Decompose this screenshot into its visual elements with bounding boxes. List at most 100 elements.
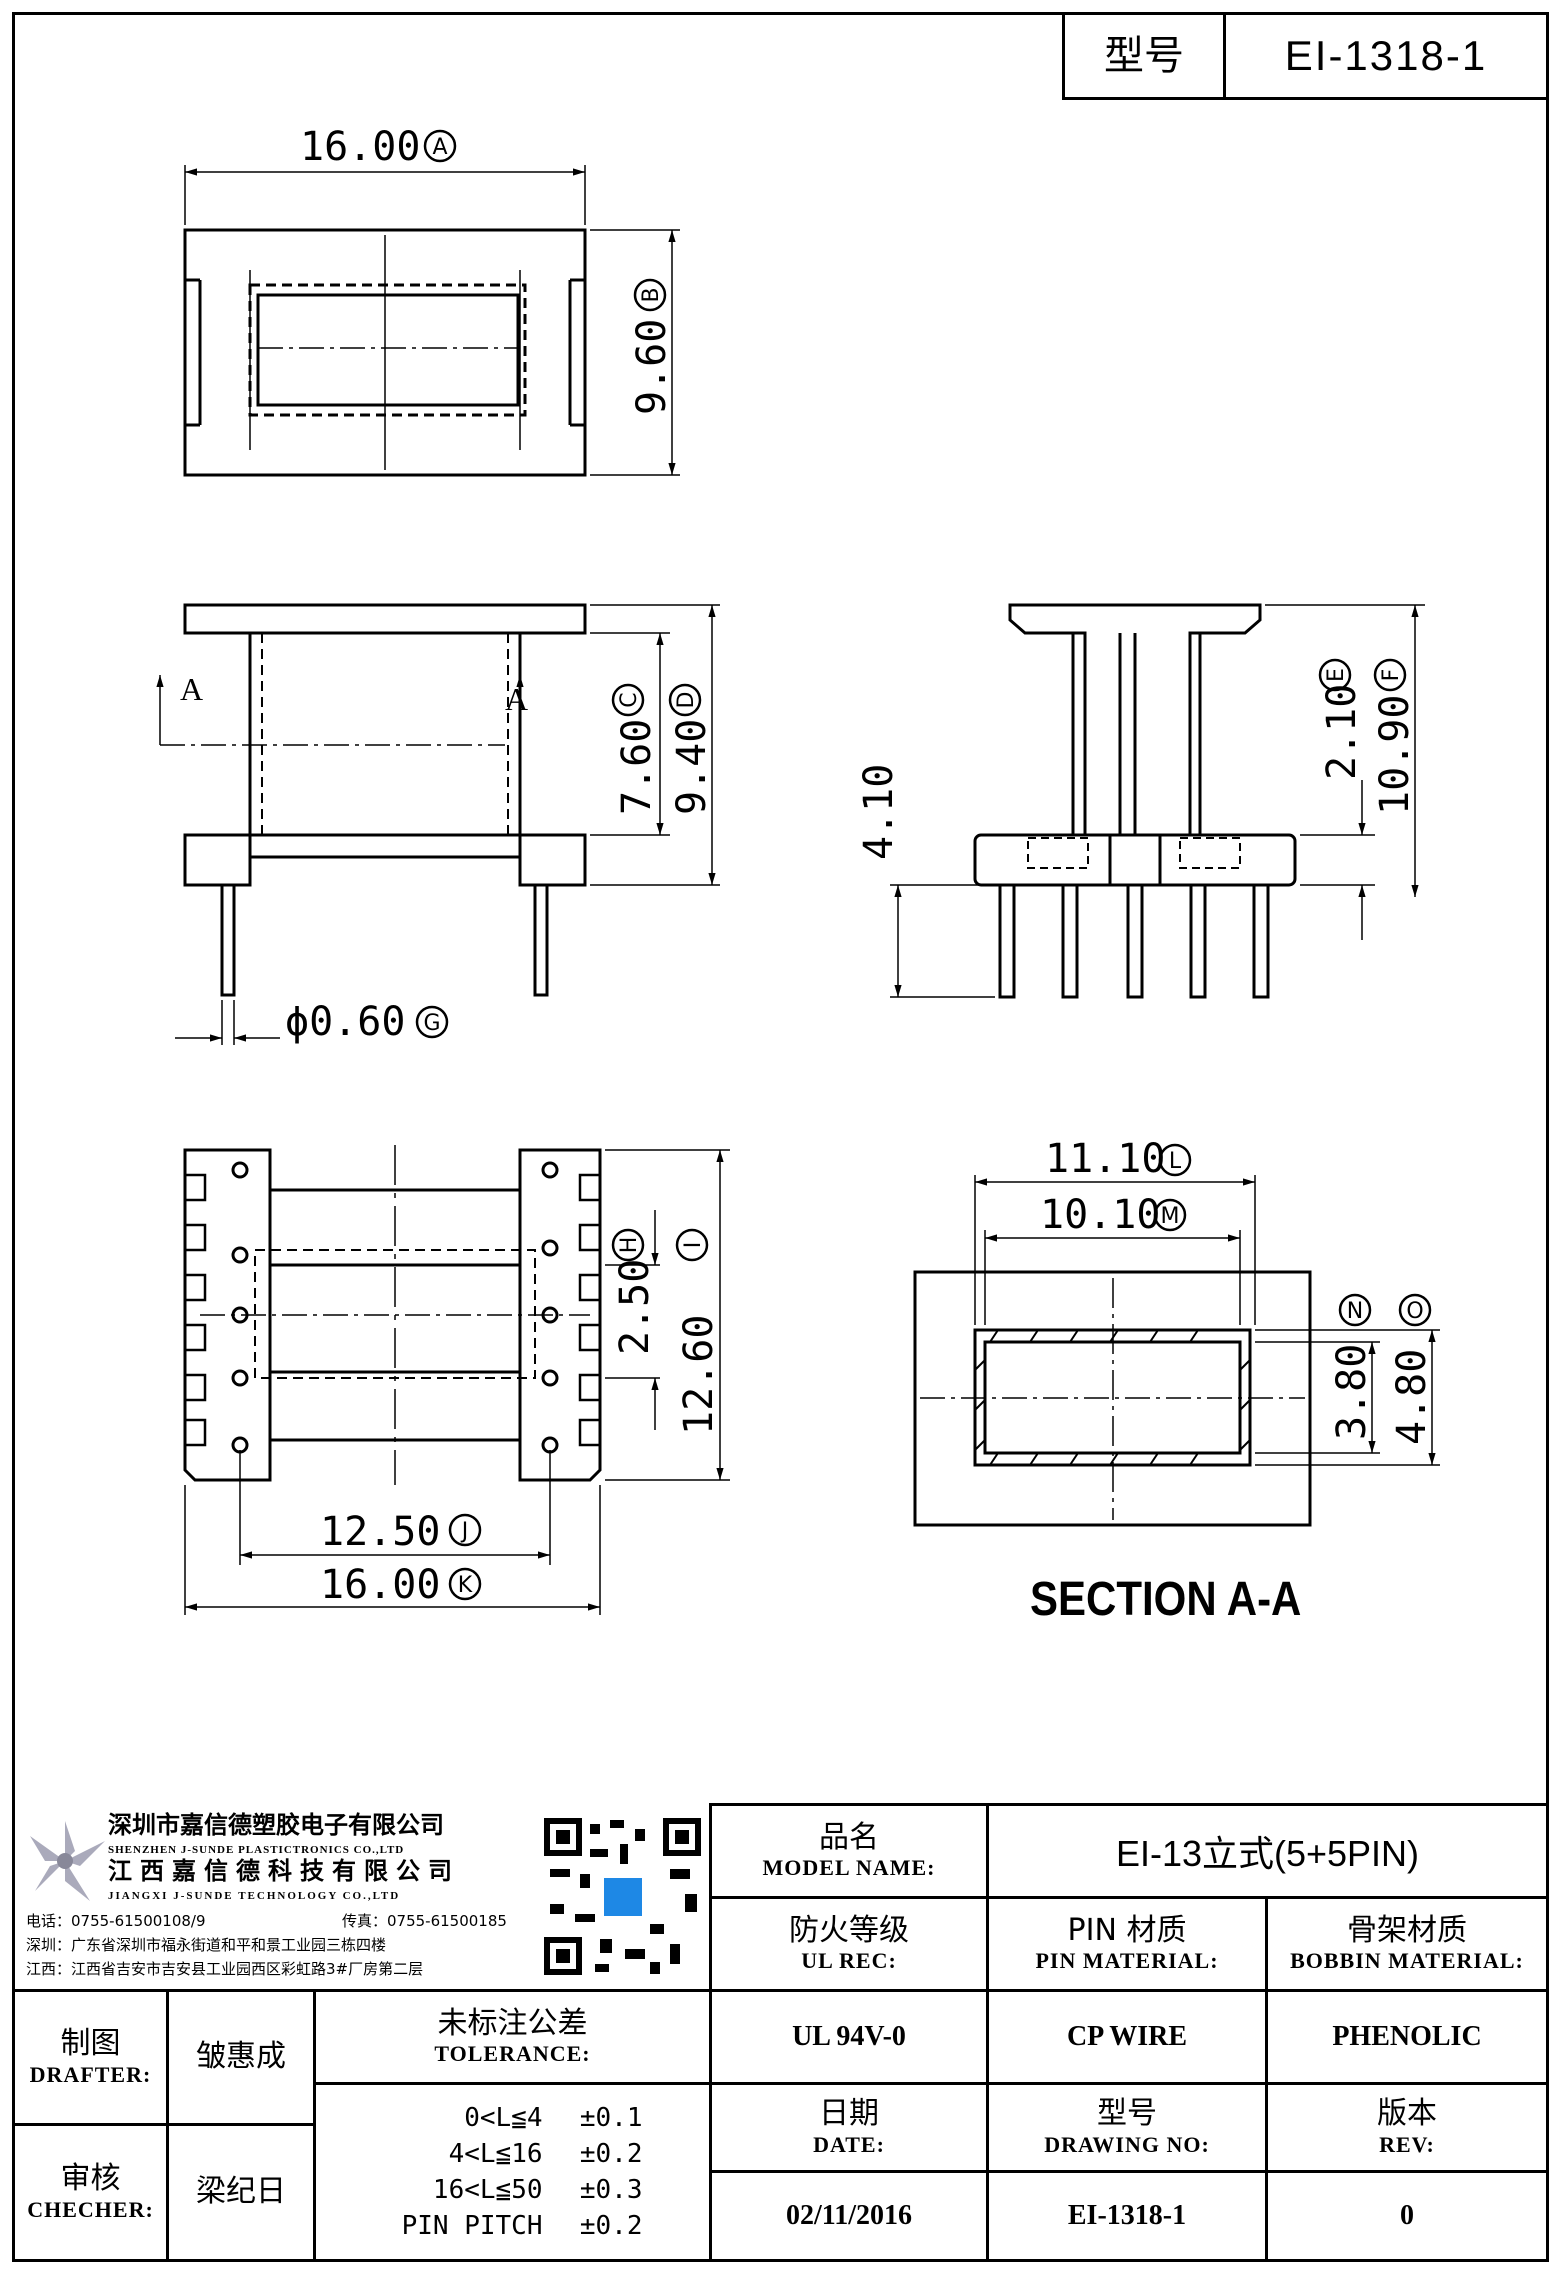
- bobbin-value: PHENOLIC: [1332, 2021, 1482, 2052]
- drawing-no-label-cell: 型号 DRAWING NO:: [986, 2082, 1268, 2173]
- checker-value: 梁纪日: [196, 2174, 286, 2210]
- svg-text:I: I: [681, 1242, 706, 1249]
- date-value: 02/11/2016: [785, 2200, 912, 2231]
- drawing-no-label-cn: 型号: [1097, 2096, 1157, 2132]
- date-label-cn: 日期: [819, 2096, 879, 2132]
- label-L-icon: L: [1158, 1143, 1192, 1177]
- company-fax: 传真：0755-61500185: [342, 1912, 507, 1930]
- company-address-1: 深圳：广东省深圳市福永街道和平和景工业园三栋四楼: [26, 1936, 387, 1954]
- model-name-value-cell: EI-13立式(5+5PIN): [986, 1803, 1549, 1899]
- tolerance-row: 16<L≦50±0.3: [432, 2175, 643, 2205]
- checker-label-cn: 审核: [60, 2161, 121, 2197]
- checker-value-cell: 梁纪日: [166, 2123, 316, 2262]
- dim-F-value: 10.90: [1372, 695, 1418, 815]
- bobbin-value-cell: PHENOLIC: [1265, 1989, 1549, 2085]
- pin-label-en: PIN MATERIAL:: [1035, 1948, 1219, 1974]
- svg-text:N: N: [1347, 1299, 1363, 1324]
- svg-text:J: J: [460, 1519, 469, 1544]
- section-view: [913, 1175, 1440, 1527]
- header-model-number: EI-1318-1: [1284, 32, 1488, 79]
- tolerance-row: PIN PITCH±0.2: [401, 2211, 643, 2241]
- dim-pin-height-value: 4.10: [856, 764, 902, 860]
- svg-text:B: B: [639, 287, 664, 302]
- pin-value: CP WIRE: [1066, 2021, 1188, 2052]
- qr-code-icon: [540, 1814, 705, 1979]
- section-mark-right: A: [505, 681, 528, 717]
- front-view: [156, 603, 720, 1045]
- ul-label-en: UL REC:: [801, 1948, 897, 1974]
- dim-G-value: ϕ0.60: [285, 999, 405, 1045]
- rev-label-en: REV:: [1379, 2131, 1435, 2157]
- label-E-icon: E: [1318, 658, 1352, 692]
- date-label-cell: 日期 DATE:: [709, 2082, 989, 2173]
- section-title: SECTION A-A: [1030, 1571, 1301, 1625]
- drafter-label-cell: 制图 DRAFTER:: [12, 1989, 169, 2126]
- company-address-2: 江西：江西省吉安市吉安县工业园西区彩虹路3#厂房第二层: [26, 1960, 424, 1978]
- bobbin-label-en: BOBBIN MATERIAL:: [1290, 1948, 1524, 1974]
- tolerance-label-cell: 未标注公差 TOLERANCE:: [313, 1989, 712, 2085]
- model-name-label-en: MODEL NAME:: [762, 1855, 936, 1881]
- label-O-icon: O: [1398, 1293, 1432, 1327]
- label-A-icon: A: [423, 129, 457, 163]
- section-mark-left: A: [180, 671, 203, 707]
- date-value-cell: 02/11/2016: [709, 2170, 989, 2262]
- drafter-value-cell: 皱惠成: [166, 1989, 316, 2126]
- label-B-icon: B: [633, 278, 667, 312]
- dim-N-value: 3.80: [1329, 1344, 1375, 1440]
- checker-label-en: CHECHER:: [27, 2196, 154, 2222]
- top-view: [183, 165, 680, 477]
- header-value-cell: EI-1318-1: [1223, 12, 1549, 100]
- rev-label-cell: 版本 REV:: [1265, 2082, 1549, 2173]
- svg-text:H: H: [617, 1237, 642, 1254]
- label-H-icon: H: [611, 1228, 645, 1262]
- svg-text:E: E: [1324, 668, 1349, 682]
- header-label-cell: 型号: [1062, 12, 1226, 100]
- dim-I-value: 12.60: [676, 1315, 722, 1435]
- dim-L-value: 11.10: [1045, 1136, 1165, 1182]
- company-phone: 电话：0755-61500108/9: [26, 1912, 206, 1930]
- svg-text:G: G: [423, 1011, 440, 1036]
- drafter-label-cn: 制图: [60, 2026, 121, 2062]
- dim-J-value: 12.50: [320, 1509, 440, 1555]
- label-C-icon: C: [611, 683, 645, 717]
- dim-D-value: 9.40: [669, 719, 715, 815]
- model-name-label-cell: 品名 MODEL NAME:: [709, 1803, 989, 1899]
- company-name-cn-2: 江西嘉信德科技有限公司: [108, 1857, 460, 1885]
- model-name-value: EI-13立式(5+5PIN): [1115, 1833, 1420, 1874]
- tolerance-row: 0<L≦4±0.1: [464, 2103, 643, 2133]
- dim-A-value: 16.00: [300, 124, 420, 170]
- label-M-icon: M: [1153, 1198, 1187, 1232]
- tolerance-label-en: TOLERANCE:: [434, 2041, 591, 2067]
- dim-B-value: 9.60: [629, 319, 675, 415]
- drawing-no-label-en: DRAWING NO:: [1044, 2131, 1210, 2157]
- dim-E-value: 2.10: [1319, 684, 1365, 780]
- label-N-icon: N: [1338, 1293, 1372, 1327]
- dim-O-value: 4.80: [1389, 1349, 1435, 1445]
- checker-label-cell: 审核 CHECHER:: [12, 2123, 169, 2262]
- dim-C-value: 7.60: [614, 719, 660, 815]
- rev-value-cell: 0: [1265, 2170, 1549, 2262]
- header-label: 型号: [1104, 33, 1184, 79]
- drafter-label-en: DRAFTER:: [29, 2061, 152, 2087]
- svg-text:D: D: [674, 692, 699, 709]
- svg-text:F: F: [1379, 669, 1404, 682]
- pin-label-cell: PIN 材质 PIN MATERIAL:: [986, 1896, 1268, 1992]
- date-label-en: DATE:: [813, 2131, 885, 2157]
- tolerance-row: 4<L≦16±0.2: [448, 2139, 643, 2169]
- rev-value: 0: [1400, 2200, 1414, 2231]
- tolerance-table: 0<L≦4±0.1 4<L≦16±0.2 16<L≦50±0.3 PIN PIT…: [313, 2082, 712, 2262]
- ul-label-cn: 防火等级: [789, 1912, 909, 1948]
- company-name-cn-1: 深圳市嘉信德塑胶电子有限公司: [108, 1811, 444, 1839]
- side-view: [890, 603, 1425, 999]
- label-I-icon: I: [675, 1228, 709, 1262]
- company-logo-icon: [30, 1821, 105, 1901]
- label-D-icon: D: [668, 683, 702, 717]
- label-G-icon: G: [415, 1005, 449, 1039]
- dim-M-value: 10.10: [1040, 1192, 1160, 1238]
- pin-value-cell: CP WIRE: [986, 1989, 1268, 2085]
- ul-value-cell: UL 94V-0: [709, 1989, 989, 2085]
- pin-label-cn: PIN 材质: [1067, 1912, 1187, 1948]
- label-J-icon: J: [448, 1513, 482, 1547]
- rev-label-cn: 版本: [1377, 2096, 1437, 2132]
- dim-K-value: 16.00: [320, 1562, 440, 1608]
